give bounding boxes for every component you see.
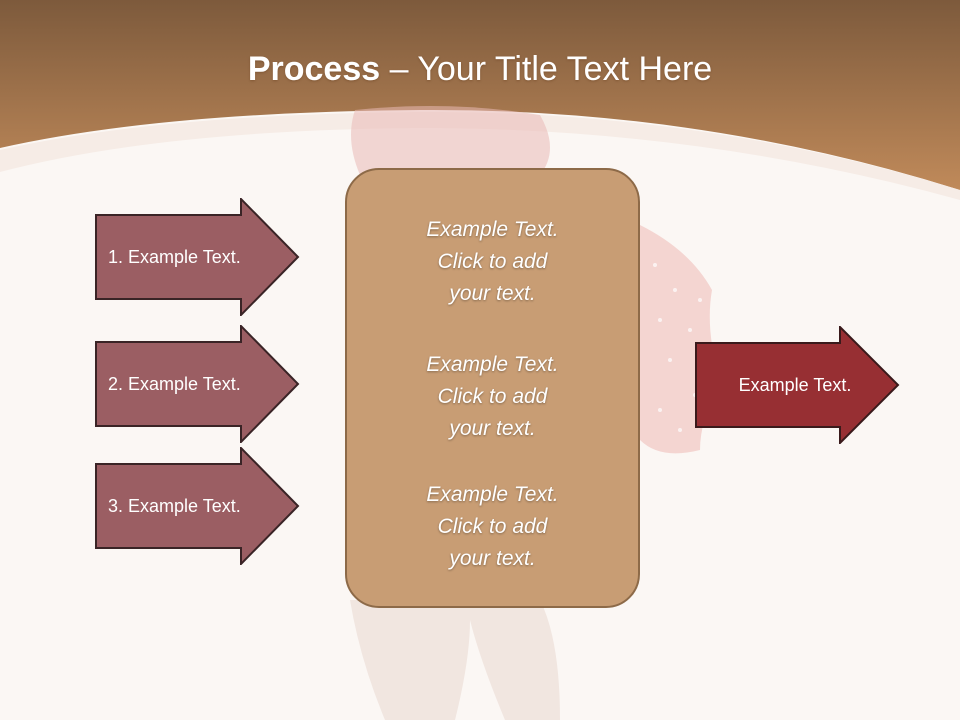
paragraph-3-line-2: Click to add [437, 515, 548, 538]
header-swoosh [0, 111, 960, 200]
right-arrow-label: Example Text. [738, 374, 852, 395]
title-bold: Process [247, 50, 381, 88]
paragraph-1-line-3: your text. [449, 282, 536, 305]
center-text-box[interactable]: Example Text. Click to add your text. Ex… [345, 168, 640, 608]
left-arrow-1[interactable] [95, 198, 300, 316]
paragraph-2-line-1: Example Text. [426, 353, 559, 376]
paragraph-3-line-1: Example Text. [426, 483, 559, 506]
figure-dress [351, 106, 550, 175]
left-arrow-1-label: 1. Example Text. [108, 246, 241, 267]
header-band [0, 0, 960, 190]
paragraph-2-line-2: Click to add [437, 385, 548, 408]
center-paragraph-3: Example Text. Click to add your text. [347, 479, 638, 575]
left-arrow-3-label: 3. Example Text. [108, 495, 241, 516]
center-paragraph-2: Example Text. Click to add your text. [347, 349, 638, 445]
paragraph-3-line-3: your text. [449, 547, 536, 570]
figure-legs [350, 600, 560, 720]
right-arrow[interactable] [695, 326, 900, 444]
left-arrow-3[interactable] [95, 447, 300, 565]
title-rest: – Your Title Text Here [380, 50, 713, 88]
left-arrow-2[interactable] [95, 325, 300, 443]
paragraph-1-line-1: Example Text. [426, 218, 559, 241]
paragraph-1-line-2: Click to add [437, 250, 548, 273]
center-paragraph-1: Example Text. Click to add your text. [347, 214, 638, 310]
paragraph-2-line-3: your text. [449, 417, 536, 440]
slide-title[interactable]: Process – Your Title Text Here [0, 50, 960, 89]
left-arrow-2-label: 2. Example Text. [108, 373, 241, 394]
